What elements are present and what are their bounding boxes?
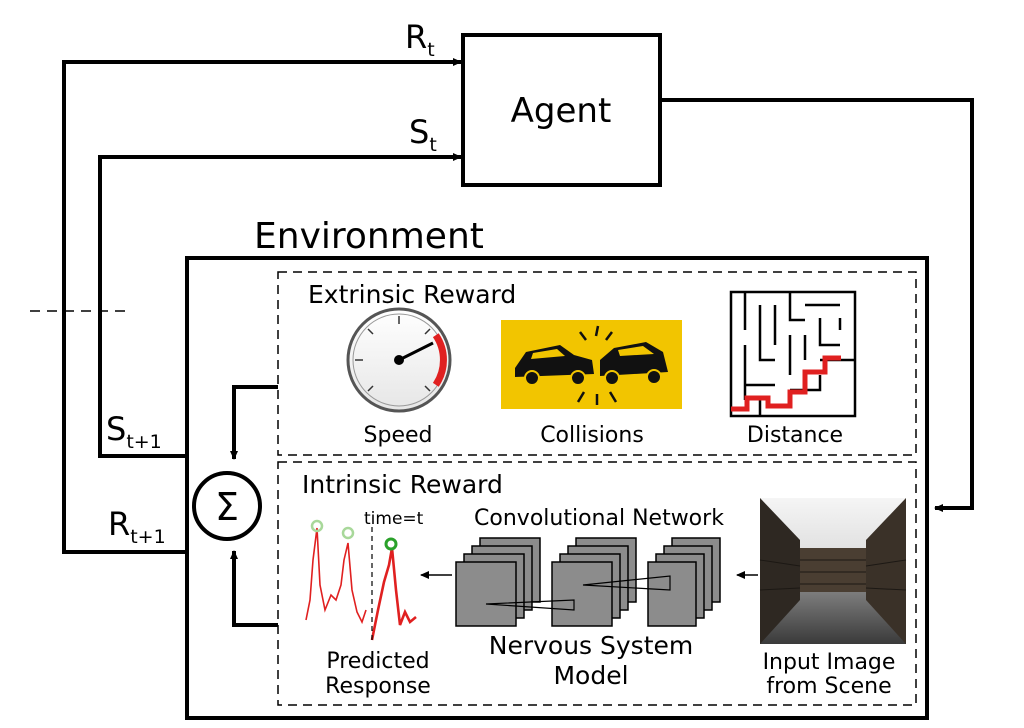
extrinsic-reward-box	[277, 271, 917, 456]
agent-label: Agent	[511, 91, 612, 131]
extrinsic-to-sum-arrow	[230, 385, 278, 460]
predicted-response-label-line2: Response	[325, 674, 431, 699]
reward-t-label: Rt	[405, 18, 435, 61]
extrinsic-item-speed: Speed	[364, 423, 433, 448]
maze-icon	[729, 290, 857, 418]
extrinsic-reward-title: Extrinsic Reward	[308, 280, 516, 309]
speedometer-icon	[346, 307, 452, 413]
sum-node	[192, 471, 262, 541]
agent-box	[461, 33, 662, 187]
time-label: time=t	[364, 509, 424, 529]
collision-icon	[501, 320, 682, 409]
intrinsic-reward-box	[277, 461, 917, 706]
model-label-line2: Model	[553, 661, 628, 690]
cnn-projection-cones	[485, 575, 671, 611]
input-image-label-line1: Input Image	[763, 650, 896, 675]
state-t-label: St	[409, 113, 437, 156]
model-label-line1: Nervous System	[489, 631, 694, 660]
environment-label: Environment	[254, 216, 484, 257]
network-label: Convolutional Network	[474, 506, 724, 531]
state-next-label: St+1	[106, 410, 162, 453]
predicted-response-label-line1: Predicted	[326, 649, 429, 674]
action-arrow	[660, 98, 974, 512]
intrinsic-reward-title: Intrinsic Reward	[302, 470, 503, 499]
intrinsic-to-sum-arrow	[230, 550, 278, 627]
extrinsic-item-distance: Distance	[747, 423, 843, 448]
cnn-layer-stack-3	[647, 537, 721, 627]
sum-symbol: Σ	[215, 485, 239, 529]
input-scene-image	[759, 498, 907, 644]
reward-loop-arrow	[62, 58, 462, 554]
environment-box	[185, 256, 929, 720]
predicted-response-waveform	[305, 519, 417, 641]
state-loop-arrow	[98, 153, 462, 458]
extrinsic-item-collisions: Collisions	[540, 423, 644, 448]
cnn-layer-stack-2	[551, 537, 637, 627]
cnn-layer-stack-1	[455, 537, 541, 627]
reward-next-label: Rt+1	[108, 505, 166, 548]
input-image-label-line2: from Scene	[766, 674, 891, 699]
